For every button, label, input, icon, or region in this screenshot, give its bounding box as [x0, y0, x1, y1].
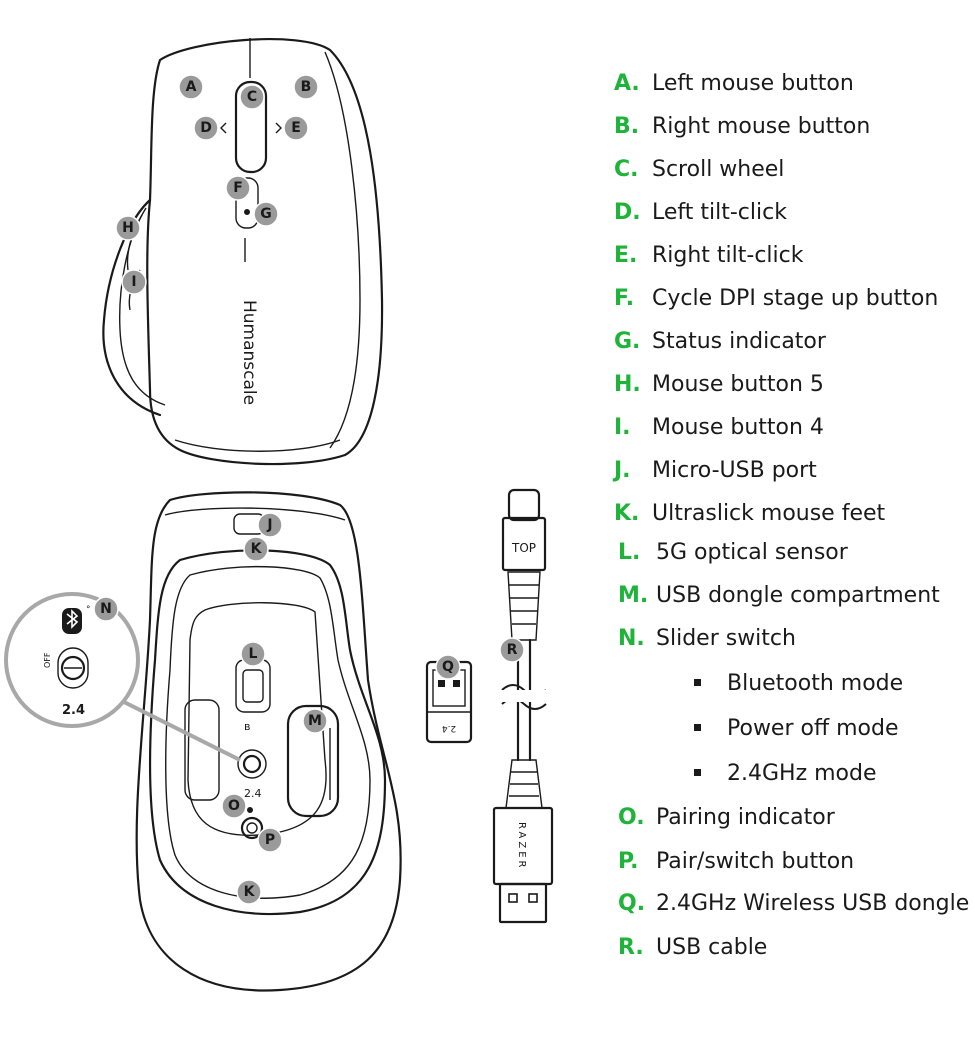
callout-a: A	[178, 74, 204, 100]
callout-q: Q	[435, 654, 461, 680]
switch-mode-label: 2.4	[244, 787, 262, 800]
svg-text:F: F	[233, 180, 243, 196]
svg-text:P: P	[265, 832, 275, 848]
callout-m: M	[302, 708, 328, 734]
svg-text:N: N	[100, 601, 112, 617]
svg-text:D: D	[200, 120, 212, 136]
svg-text:O: O	[228, 798, 240, 814]
callout-o: O	[221, 793, 247, 819]
dongle-text: 2.4	[442, 723, 457, 733]
svg-text:C: C	[247, 89, 257, 105]
svg-text:R: R	[507, 642, 518, 658]
svg-text:°: °	[86, 605, 91, 615]
callout-i: I	[121, 269, 147, 295]
svg-text:OFF: OFF	[43, 652, 52, 668]
callout-p: P	[257, 827, 283, 853]
svg-text:M: M	[308, 713, 322, 729]
callout-c: C	[239, 84, 265, 110]
callout-r: R	[499, 637, 525, 663]
zoom-switch-label: 2.4	[62, 703, 85, 718]
brand-text: Humanscale	[239, 300, 259, 405]
callout-k-bottom: K	[236, 879, 262, 905]
svg-text:B: B	[301, 79, 312, 95]
svg-text:J: J	[266, 517, 272, 533]
callout-f: F	[225, 175, 251, 201]
callout-b: B	[293, 74, 319, 100]
svg-text:A: A	[186, 79, 197, 95]
cable-top-label: TOP	[511, 541, 536, 555]
callout-j: J	[257, 512, 283, 538]
svg-text:K: K	[251, 541, 263, 557]
bluetooth-icon	[62, 608, 82, 634]
cable-brand-text: RAZER	[516, 822, 527, 871]
svg-text:Q: Q	[442, 659, 454, 675]
callout-h: H	[115, 215, 141, 241]
svg-text:G: G	[260, 206, 272, 222]
callout-k-top: K	[243, 536, 269, 562]
callout-n: N	[93, 596, 119, 622]
slider-switch-zoom: ° OFF 2.4	[4, 592, 241, 762]
svg-text:ʙ: ʙ	[244, 720, 250, 733]
callout-g: G	[253, 201, 279, 227]
svg-text:K: K	[244, 884, 256, 900]
svg-text:E: E	[291, 120, 301, 136]
mouse-bottom-view: ʙ 2.4	[135, 491, 402, 992]
svg-text:L: L	[249, 646, 258, 662]
svg-text:I: I	[131, 274, 136, 290]
callout-d: D	[193, 115, 219, 141]
callout-l: L	[240, 641, 266, 667]
usb-cable: TOP RAZER	[492, 488, 554, 924]
svg-text:H: H	[122, 220, 134, 236]
callout-e: E	[283, 115, 309, 141]
